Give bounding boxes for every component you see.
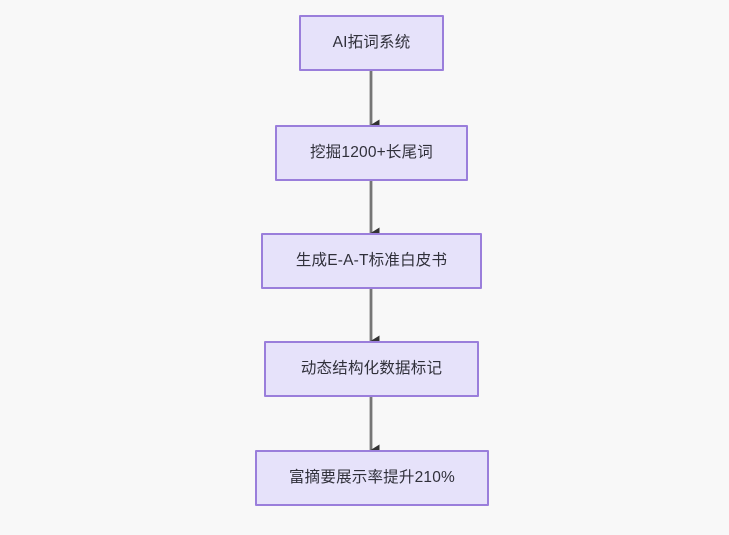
flowchart-node-5-label: 富摘要展示率提升210% [288, 468, 456, 486]
flowchart-node-4[interactable]: 动态结构化数据标记 [264, 341, 479, 397]
flowchart-node-2[interactable]: 挖掘1200+长尾词 [275, 125, 468, 181]
flowchart-node-3[interactable]: 生成E-A-T标准白皮书 [261, 233, 482, 289]
flowchart-node-2-label: 挖掘1200+长尾词 [309, 143, 434, 161]
flowchart-node-1[interactable]: AI拓词系统 [299, 15, 444, 71]
flowchart-node-1-label: AI拓词系统 [332, 33, 411, 51]
flowchart-node-3-label: 生成E-A-T标准白皮书 [295, 251, 448, 269]
flowchart-node-5[interactable]: 富摘要展示率提升210% [255, 450, 489, 506]
flowchart-node-4-label: 动态结构化数据标记 [300, 359, 443, 377]
